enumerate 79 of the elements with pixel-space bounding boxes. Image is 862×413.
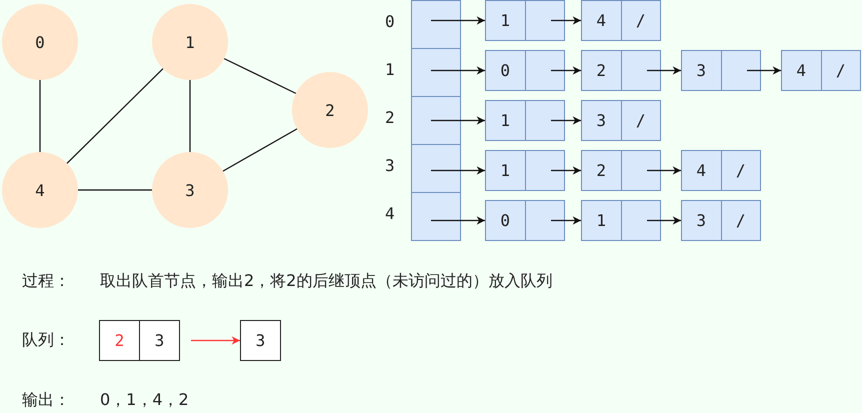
null-pointer: /: [736, 161, 746, 180]
list-node: [581, 100, 661, 141]
arrow: [551, 116, 581, 125]
array-cell: [411, 96, 461, 145]
vertex-circle: 1: [152, 4, 228, 80]
vertex-circle: 3: [152, 152, 228, 228]
array-cell: [411, 0, 461, 49]
array-cell: [411, 144, 461, 193]
graph-edge: [189, 80, 191, 152]
graph-edge: [78, 189, 152, 191]
arrow: [551, 16, 581, 25]
node-value: 4: [596, 11, 606, 30]
row-index: 3: [385, 156, 395, 175]
graph-edge: [39, 80, 41, 152]
arrow: [431, 116, 485, 125]
node-value: 1: [596, 211, 606, 230]
vertex-circle: 0: [2, 4, 78, 80]
vertex-circle: 4: [2, 152, 78, 228]
node-value: 0: [500, 211, 510, 230]
list-node: [581, 150, 661, 191]
list-node: [485, 150, 565, 191]
queue-box: [240, 320, 281, 361]
arrow: [431, 16, 485, 25]
queue-box: [99, 320, 180, 361]
list-node: [681, 50, 761, 91]
node-value: 4: [696, 161, 706, 180]
node-value: 3: [696, 211, 706, 230]
list-node: [485, 200, 565, 241]
node-value: 3: [256, 331, 266, 350]
row-index: 0: [385, 12, 395, 31]
node-value: 1: [500, 11, 510, 30]
label-text: 队列：: [22, 330, 70, 351]
node-value: 2: [596, 61, 606, 80]
graph-edge: [66, 68, 164, 164]
list-node: [781, 50, 861, 91]
label-text: 输出：: [22, 390, 70, 411]
null-pointer: /: [836, 61, 846, 80]
node-value: 2: [114, 331, 124, 350]
arrow: [551, 216, 581, 225]
node-value: 3: [696, 61, 706, 80]
array-cell: [411, 48, 461, 97]
list-node: [485, 100, 565, 141]
arrow: [431, 66, 485, 75]
arrow: [647, 66, 681, 75]
row-index: 1: [385, 60, 395, 79]
null-pointer: /: [636, 111, 646, 130]
process-description: 取出队首节点，输出2，将2的后继顶点（未访问过的）放入队列: [100, 271, 552, 292]
row-index: 4: [385, 204, 395, 223]
arrow: [647, 216, 681, 225]
graph-edge: [222, 128, 298, 172]
node-value: 4: [796, 61, 806, 80]
arrow: [551, 66, 581, 75]
node-value: 1: [500, 111, 510, 130]
row-index: 2: [385, 108, 395, 127]
node-value: 1: [500, 161, 510, 180]
vertex-circle: 2: [292, 72, 368, 148]
output-sequence: 0，1，4，2: [100, 390, 189, 411]
list-node: [485, 0, 565, 41]
arrow: [431, 216, 485, 225]
null-pointer: /: [736, 211, 746, 230]
list-node: [581, 50, 661, 91]
list-node: [581, 200, 661, 241]
arrow: [191, 336, 240, 345]
arrow: [551, 166, 581, 175]
graph-edge: [224, 58, 296, 94]
node-value: 3: [154, 331, 164, 350]
null-pointer: /: [636, 11, 646, 30]
list-node: [581, 0, 661, 41]
arrow: [431, 166, 485, 175]
list-node: [681, 200, 761, 241]
node-value: 3: [596, 111, 606, 130]
arrow: [647, 166, 681, 175]
node-value: 0: [500, 61, 510, 80]
list-node: [681, 150, 761, 191]
arrow: [747, 66, 781, 75]
array-cell: [411, 192, 461, 241]
node-value: 2: [596, 161, 606, 180]
label-text: 过程：: [22, 271, 70, 292]
list-node: [485, 50, 565, 91]
